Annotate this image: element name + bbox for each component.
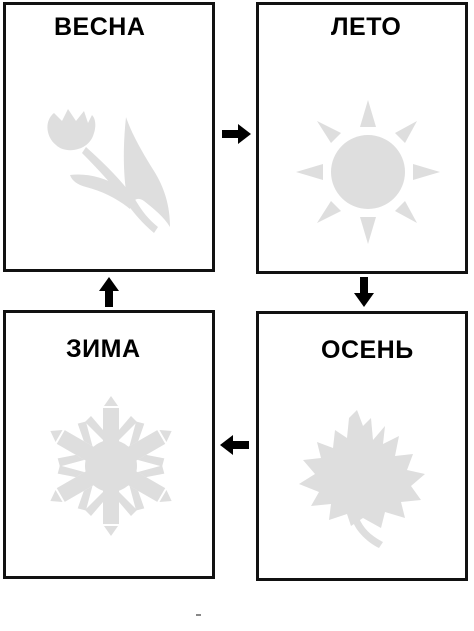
print-mark [196,614,201,616]
arrow-right-icon [222,124,251,144]
summer-label: ЛЕТО [331,13,402,41]
arrow-up-icon [99,277,119,307]
snowflake-icon [37,396,185,536]
tulip-icon [47,109,170,233]
spring-label: ВЕСНА [54,13,146,41]
winter-card: ЗИМА [3,310,215,579]
spring-card: ВЕСНА [3,2,215,272]
summer-card: ЛЕТО [256,2,468,274]
arrow-left-icon [220,435,249,455]
sun-icon [296,100,440,244]
autumn-label: ОСЕНЬ [321,336,414,364]
arrow-down-icon [354,277,374,307]
autumn-card: ОСЕНЬ [256,311,468,581]
winter-label: ЗИМА [66,335,141,363]
maple-leaf-icon [299,410,425,548]
